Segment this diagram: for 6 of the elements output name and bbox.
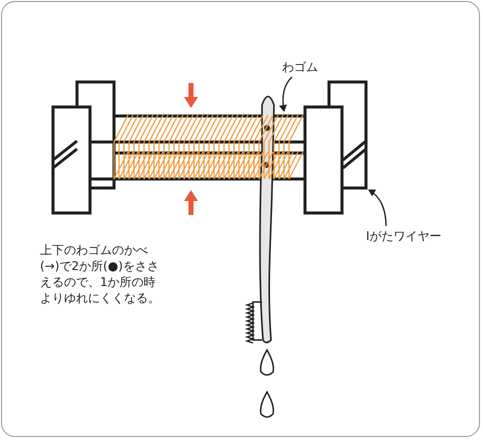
leader-line bbox=[368, 189, 387, 226]
callout-label: Iがたワイヤー bbox=[366, 229, 442, 244]
callout-label: わゴム bbox=[282, 60, 318, 75]
note-text: 上下のわゴムのかべ(→)で2か所(●)をささえるので、1か所の時よりゆれにくくなる。 bbox=[40, 242, 160, 306]
leader-line bbox=[279, 76, 292, 112]
i-shaped-wire bbox=[52, 80, 368, 214]
